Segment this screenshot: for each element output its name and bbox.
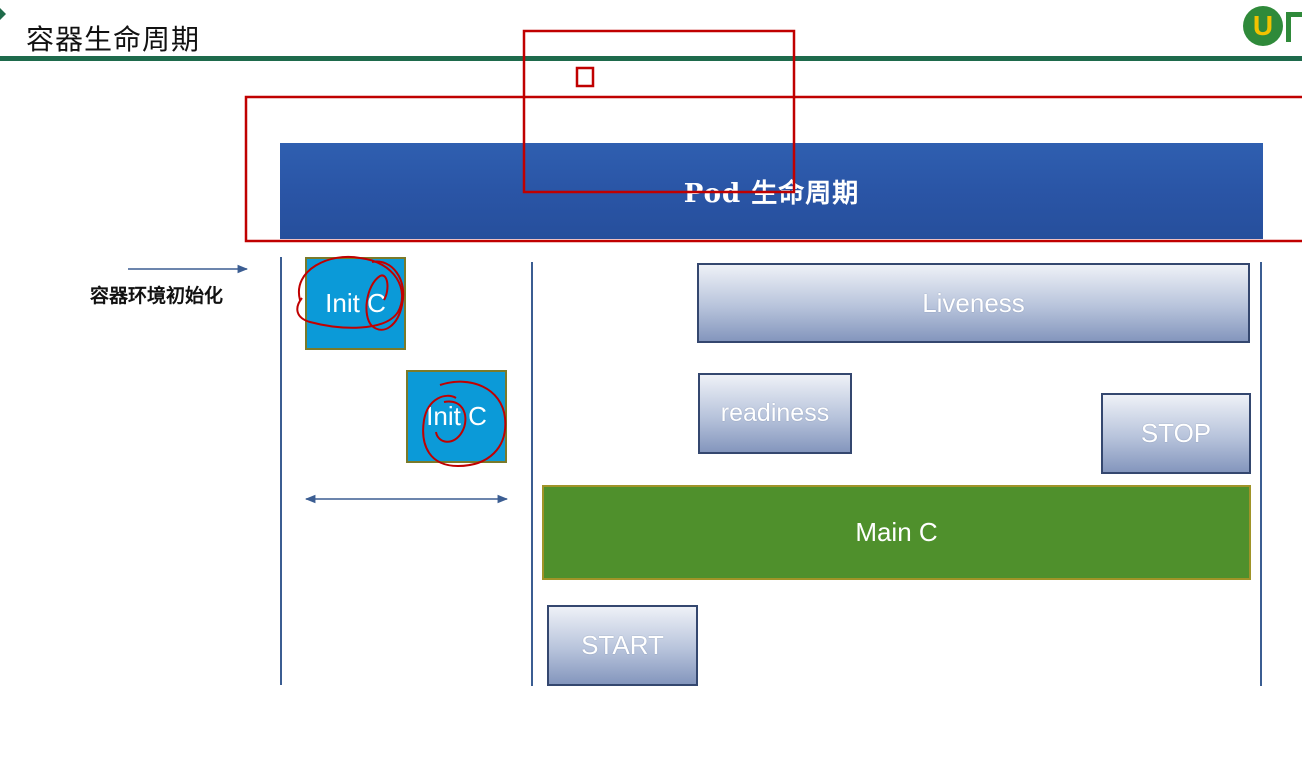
start-hook-box: START	[547, 605, 698, 686]
liveness-probe-box: Liveness	[697, 263, 1250, 343]
brand-logo-fragment	[1286, 12, 1302, 42]
handwritten-circle-1b	[365, 260, 405, 331]
init-container-box-2: Init C	[406, 370, 507, 463]
corner-triangle-icon	[0, 8, 6, 20]
annotation-rect-top	[522, 29, 796, 194]
pod-lifecycle-bar: Pod 生命周期	[280, 143, 1263, 239]
handwritten-circle-1	[296, 255, 404, 329]
annotation-rect-small	[575, 66, 595, 88]
timeline-line-left	[280, 257, 282, 685]
main-container-bar: Main C	[542, 485, 1251, 580]
stop-hook-box: STOP	[1101, 393, 1251, 474]
init-container-box-1: Init C	[305, 257, 406, 350]
slide-title: 容器生命周期	[26, 23, 201, 56]
annotation-rect-pod	[244, 95, 1302, 243]
handwritten-circle-2	[422, 380, 507, 468]
timeline-line-right	[1260, 262, 1262, 686]
container-init-label: 容器环境初始化	[90, 285, 224, 307]
timeline-line-middle	[531, 262, 533, 686]
handwritten-circle-2b	[435, 400, 467, 443]
header-divider	[0, 56, 1302, 61]
brand-logo-icon: U	[1243, 6, 1283, 46]
readiness-probe-box: readiness	[698, 373, 852, 454]
